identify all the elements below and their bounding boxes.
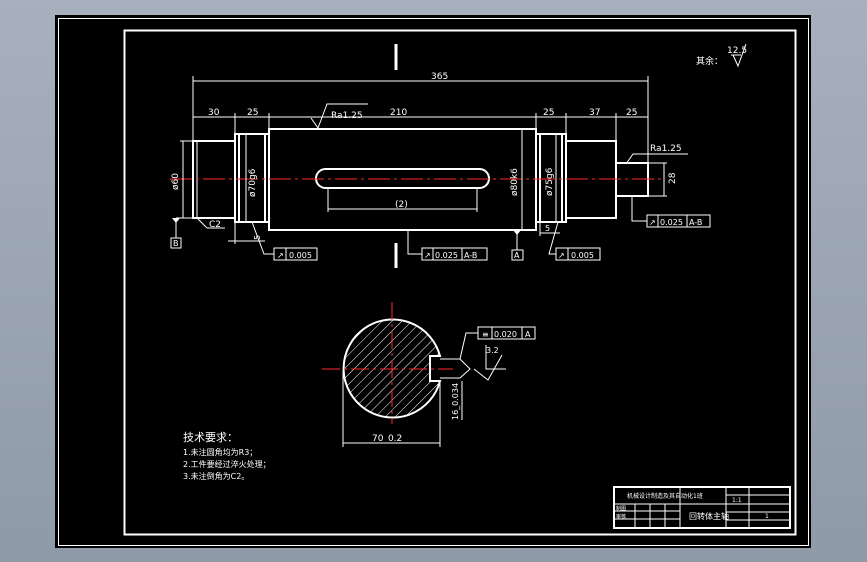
roughness-mid: Ra1.25 xyxy=(331,111,363,121)
section-sym-ref: A xyxy=(525,330,531,339)
gt-upper-right-frame: ↗ xyxy=(646,214,711,228)
datum-b-triangle xyxy=(172,218,180,223)
gt-left-leader xyxy=(251,221,274,255)
tech-requirements: 技术要求： 1.未注圆角均为R3； 2.工件要经过淬火处理； 3.未注倒角为C2… xyxy=(183,431,271,481)
tech-item-2: 2.工件要经过淬火处理； xyxy=(183,459,271,469)
roughness-mid-symbol xyxy=(310,103,368,130)
dia-70: ø70g6 xyxy=(248,168,258,197)
title-block-count: 1 xyxy=(765,513,769,520)
title-block-school: 机械设计制造及其自动化1班 xyxy=(627,492,703,500)
dim-right-37: 37 xyxy=(589,108,600,118)
dia-80: ø80k6 xyxy=(510,168,520,196)
tech-item-3: 3.未注倒角为C2。 xyxy=(183,471,249,481)
gt-center-ref: A-B xyxy=(464,251,477,260)
gt-center-leader xyxy=(407,230,422,255)
chamfer-leader xyxy=(196,217,208,229)
datum-b-box xyxy=(170,237,182,249)
top-dimensions xyxy=(192,76,649,163)
section-gt-leader xyxy=(459,332,478,360)
tech-item-1: 1.未注圆角均为R3； xyxy=(183,447,257,457)
datum-b: B xyxy=(173,239,179,248)
section-roughness-symbol xyxy=(485,345,506,370)
remainder-label: 其余： xyxy=(696,55,723,67)
datum-a: A xyxy=(514,251,520,260)
gt-center-value: 0.025 xyxy=(435,251,458,260)
section-width: 70_0.2 xyxy=(372,434,402,444)
gt-upper-right-ref: A-B xyxy=(689,218,702,227)
dim-left-30: 30 xyxy=(208,108,220,118)
dia-75: ø75g6 xyxy=(545,167,555,196)
gt-left-value: 0.005 xyxy=(289,251,312,260)
remainder-roughness-symbol xyxy=(732,43,747,68)
gt-upper-right-leader xyxy=(631,196,647,222)
section-sym-value: 0.020 xyxy=(494,330,517,339)
title-block-part-name: 回转体主轴 xyxy=(689,511,729,521)
datum-a-triangle xyxy=(513,230,521,235)
dim-mid-210: 210 xyxy=(390,108,407,118)
diameter-dims xyxy=(176,129,667,230)
gt-right-value: 0.005 xyxy=(571,251,594,260)
title-block-label-check: 审核 xyxy=(616,513,626,520)
roughness-right-symbol xyxy=(625,153,688,165)
gt-upper-right-value: 0.025 xyxy=(660,218,683,227)
svg-text:↗: ↗ xyxy=(424,251,431,260)
title-block-scale: 1:1 xyxy=(732,497,742,504)
roughness-right: Ra1.25 xyxy=(650,144,682,154)
title-block-label-draw: 制图 xyxy=(616,505,626,512)
gt-right-leader xyxy=(548,221,559,255)
remainder-roughness: 12.5 xyxy=(727,46,747,56)
dim-right-25a: 25 xyxy=(543,108,554,118)
section-roughness-tick xyxy=(473,354,503,381)
dia-60: ø60 xyxy=(171,173,181,190)
drawing-viewport[interactable]: 其余： 12.5 365 30 25 210 25 37 25 Ra1.25 xyxy=(55,15,811,548)
outer-frame xyxy=(58,18,809,546)
svg-text:↗: ↗ xyxy=(558,251,565,260)
section-depth: 16_0.034 xyxy=(451,383,460,420)
title-block xyxy=(613,486,791,529)
dim-left-25: 25 xyxy=(247,108,258,118)
section-view xyxy=(322,302,453,424)
svg-text:≡: ≡ xyxy=(482,330,489,339)
dim-5-right: 5 xyxy=(545,224,550,233)
dim-right-25b: 25 xyxy=(626,108,637,118)
tech-title: 技术要求： xyxy=(183,431,238,444)
dim-total: 365 xyxy=(431,72,448,82)
chamfer-label: C2 xyxy=(209,220,221,230)
shaft-drawing: 其余： 12.5 365 30 25 210 25 37 25 Ra1.25 xyxy=(58,18,809,546)
svg-text:↗: ↗ xyxy=(277,251,284,260)
inner-frame xyxy=(123,29,797,536)
gt-right-frame: ↗ xyxy=(555,247,601,261)
gt-center-frame: ↗ xyxy=(421,247,488,261)
section-roughness: 3.2 xyxy=(486,346,499,355)
datum-a-box xyxy=(511,249,524,261)
dim-28: 28 xyxy=(668,172,678,184)
section-sym-frame: ≡ xyxy=(477,326,536,340)
gt-left-frame: ↗ xyxy=(273,247,318,261)
svg-text:↗: ↗ xyxy=(649,218,656,227)
section-sym-leader xyxy=(440,358,471,379)
keyway-length: (2) xyxy=(395,200,408,210)
